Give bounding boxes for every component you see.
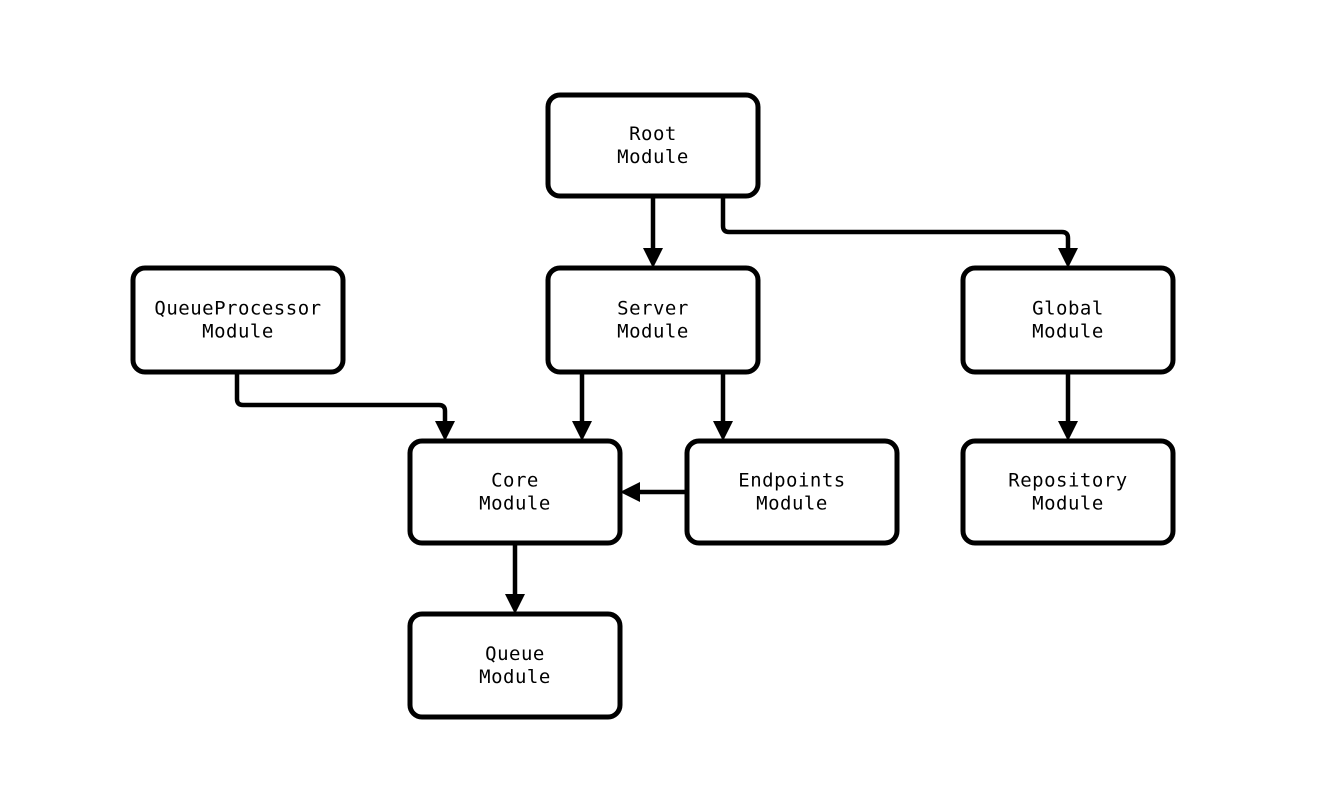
edge-global-to-repository — [1058, 372, 1078, 441]
arrowhead-icon — [713, 421, 733, 441]
edge-server-to-core — [572, 372, 592, 441]
edges-layer — [234, 196, 1078, 614]
node-label-line1-root: Root — [629, 123, 677, 145]
arrowhead-icon — [620, 482, 640, 502]
node-label-line1-repository: Repository — [1008, 470, 1127, 492]
node-box-repository[interactable] — [960, 438, 1176, 546]
node-box-queue[interactable] — [407, 611, 623, 720]
arrowhead-icon — [1058, 421, 1078, 441]
edge-core-to-queue — [505, 543, 525, 614]
node-label-line1-server: Server — [617, 298, 689, 320]
node-label-line1-global: Global — [1032, 298, 1104, 320]
node-label-line1-endpoints: Endpoints — [738, 470, 845, 492]
node-box-endpoints[interactable] — [684, 438, 900, 546]
node-box-root[interactable] — [545, 92, 761, 199]
node-label-line1-queue: Queue — [485, 643, 545, 665]
node-label-line2-global: Module — [1032, 321, 1104, 343]
node-label-line2-repository: Module — [1032, 493, 1104, 515]
edge-line — [720, 196, 1071, 255]
edge-server-to-endpoints — [713, 372, 733, 441]
arrowhead-icon — [643, 248, 663, 268]
node-box-queueprocessor[interactable] — [130, 265, 346, 375]
arrowhead-icon — [572, 421, 592, 441]
node-label-line2-core: Module — [479, 493, 551, 515]
node-label-line2-queue: Module — [479, 666, 551, 688]
edge-root-to-global — [720, 196, 1078, 268]
nodes-layer: RootModuleQueueProcessorModuleServerModu… — [130, 92, 1176, 720]
node-label-line2-server: Module — [617, 321, 689, 343]
edge-line — [234, 372, 448, 428]
edge-queueprocessor-to-core — [234, 372, 455, 441]
edge-root-to-server — [643, 196, 663, 268]
node-label-line1-queueprocessor: QueueProcessor — [154, 298, 321, 320]
arrowhead-icon — [1058, 248, 1078, 268]
node-label-line2-queueprocessor: Module — [202, 321, 274, 343]
node-box-core[interactable] — [407, 438, 623, 546]
arrowhead-icon — [505, 594, 525, 614]
node-label-line1-core: Core — [491, 470, 539, 492]
arrowhead-icon — [435, 421, 455, 441]
edge-endpoints-to-core — [620, 482, 687, 502]
node-box-server[interactable] — [545, 265, 761, 375]
node-box-global[interactable] — [960, 265, 1176, 375]
node-label-line2-endpoints: Module — [756, 493, 828, 515]
node-label-line2-root: Module — [617, 146, 689, 168]
